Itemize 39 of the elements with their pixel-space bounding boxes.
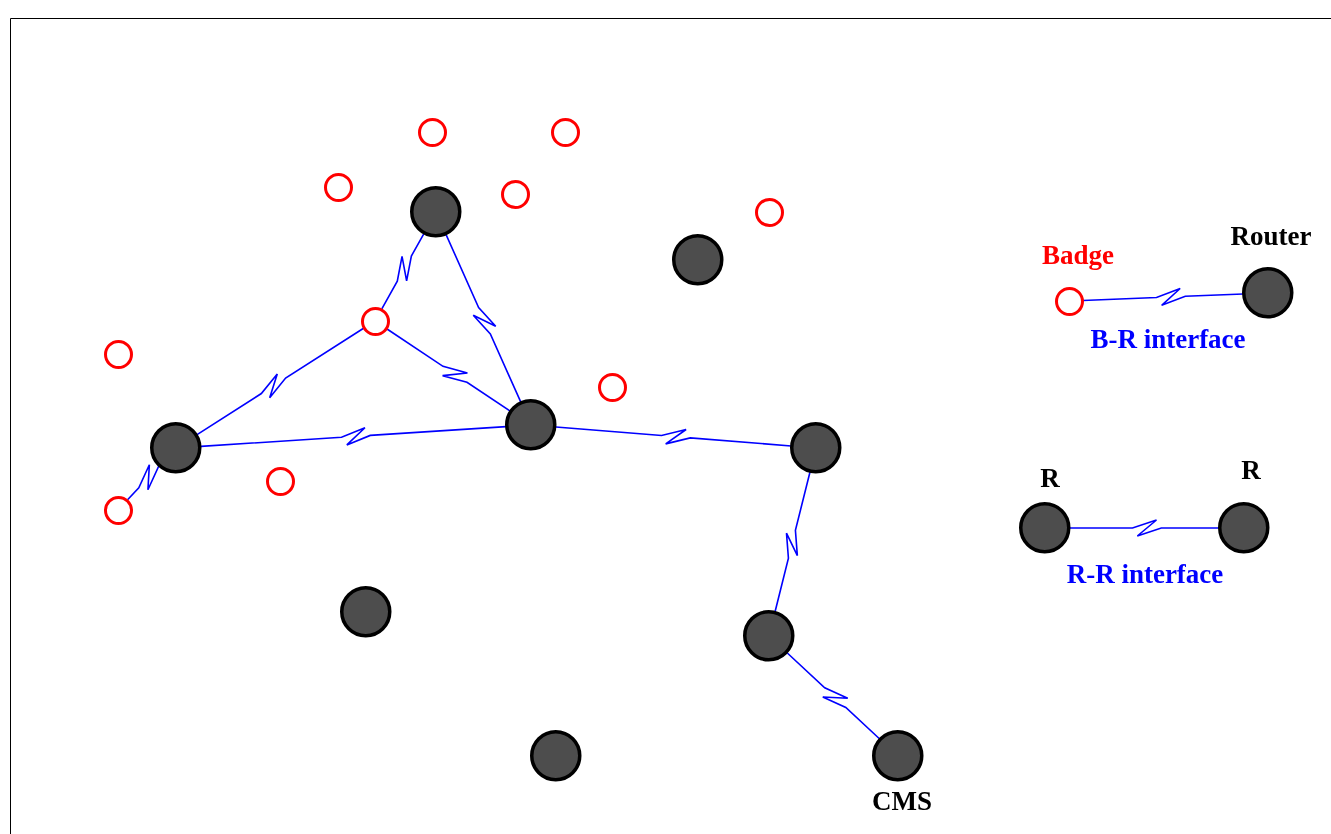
badge-circle — [550, 117, 580, 147]
router-circle — [743, 610, 795, 662]
wireless-link — [381, 233, 425, 310]
node-label: R — [1040, 463, 1060, 493]
router-circle — [1242, 267, 1294, 319]
wireless-link — [200, 425, 507, 448]
router-circle — [410, 186, 462, 238]
router-circle — [150, 422, 202, 474]
badge-circle — [323, 172, 353, 202]
router-circle — [790, 422, 842, 474]
wireless-link — [786, 652, 881, 740]
router-circle — [872, 730, 924, 782]
router-circle — [672, 234, 724, 286]
router-circle — [1218, 502, 1270, 554]
wireless-link — [196, 327, 364, 436]
node-label: Router — [1230, 221, 1312, 251]
router-circle — [1019, 502, 1071, 554]
badge-circle — [500, 179, 530, 209]
node-label: R — [1241, 455, 1261, 485]
node-label: CMS — [872, 786, 932, 816]
router-circle — [505, 399, 557, 451]
wireless-link — [1082, 287, 1244, 307]
badge-circle — [417, 117, 447, 147]
wireless-link — [445, 234, 522, 403]
wireless-link — [774, 471, 811, 613]
wireless-link — [555, 426, 792, 447]
badge-circle — [597, 372, 627, 402]
badge-circle — [103, 339, 133, 369]
badge-circle — [754, 197, 784, 227]
router-circle — [530, 730, 582, 782]
badge-circle — [1054, 286, 1084, 316]
wireless-link — [385, 327, 511, 412]
router-circle — [340, 586, 392, 638]
badge-circle — [265, 466, 295, 496]
wireless-link — [1069, 519, 1220, 537]
badge-circle — [360, 306, 390, 336]
wireless-link — [126, 463, 160, 501]
badge-circle — [103, 495, 133, 525]
node-label: Badge — [1042, 240, 1114, 270]
